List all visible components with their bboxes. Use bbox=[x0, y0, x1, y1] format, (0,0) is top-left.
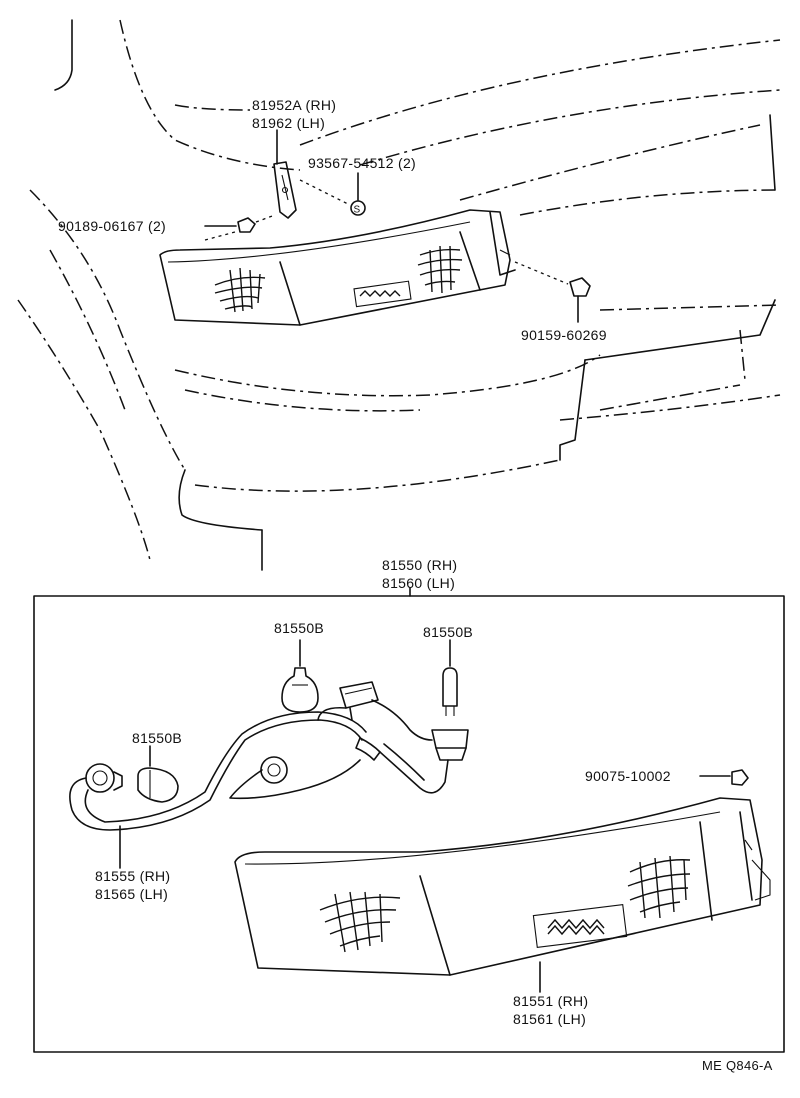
bulb-left-part bbox=[137, 767, 179, 803]
nut-lower-label: 90075-10002 bbox=[585, 768, 671, 784]
screw-s-label: 93567-54512 (2) bbox=[308, 155, 416, 171]
nut-upper-part bbox=[237, 217, 256, 233]
lamp-assy-label-lh: 81560 (LH) bbox=[382, 575, 455, 591]
socket-right-part bbox=[355, 729, 469, 761]
connector-part bbox=[339, 681, 379, 721]
socket-left-part bbox=[85, 763, 123, 793]
socket-middle-part bbox=[260, 756, 288, 784]
screw-s-symbol: S bbox=[354, 205, 361, 216]
lamp-assy-label-rh: 81550 (RH) bbox=[382, 557, 457, 573]
lens-label-lh: 81561 (LH) bbox=[513, 1011, 586, 1027]
bracket-part bbox=[273, 161, 297, 219]
wiring-harness bbox=[69, 699, 449, 831]
diagram-code: ME Q846-A bbox=[702, 1058, 773, 1073]
screw-s-part: S bbox=[350, 200, 366, 216]
lens-label-rh: 81551 (RH) bbox=[513, 993, 588, 1009]
bulb-left-label: 81550B bbox=[132, 730, 182, 746]
bolt-label: 90159-60269 bbox=[521, 327, 607, 343]
socket-wire-label-rh: 81555 (RH) bbox=[95, 868, 170, 884]
nut-lower-part bbox=[731, 769, 749, 786]
vehicle-body-outline bbox=[17, 19, 781, 571]
socket-wire-label-lh: 81565 (LH) bbox=[95, 886, 168, 902]
side-lamp-installed bbox=[159, 209, 516, 326]
nut-upper-label: 90189-06167 (2) bbox=[58, 218, 166, 234]
bulb-top-right-label: 81550B bbox=[423, 624, 473, 640]
exploded-view-frame bbox=[33, 595, 785, 1053]
bolt-part bbox=[569, 277, 591, 323]
bracket-label-rh: 81952A (RH) bbox=[252, 97, 336, 113]
bulb-top-left-label: 81550B bbox=[274, 620, 324, 636]
lens-part bbox=[234, 797, 771, 976]
bulb-top-right-part bbox=[442, 667, 458, 716]
bulb-top-left-part bbox=[281, 667, 319, 713]
bracket-label-lh: 81962 (LH) bbox=[252, 115, 325, 131]
